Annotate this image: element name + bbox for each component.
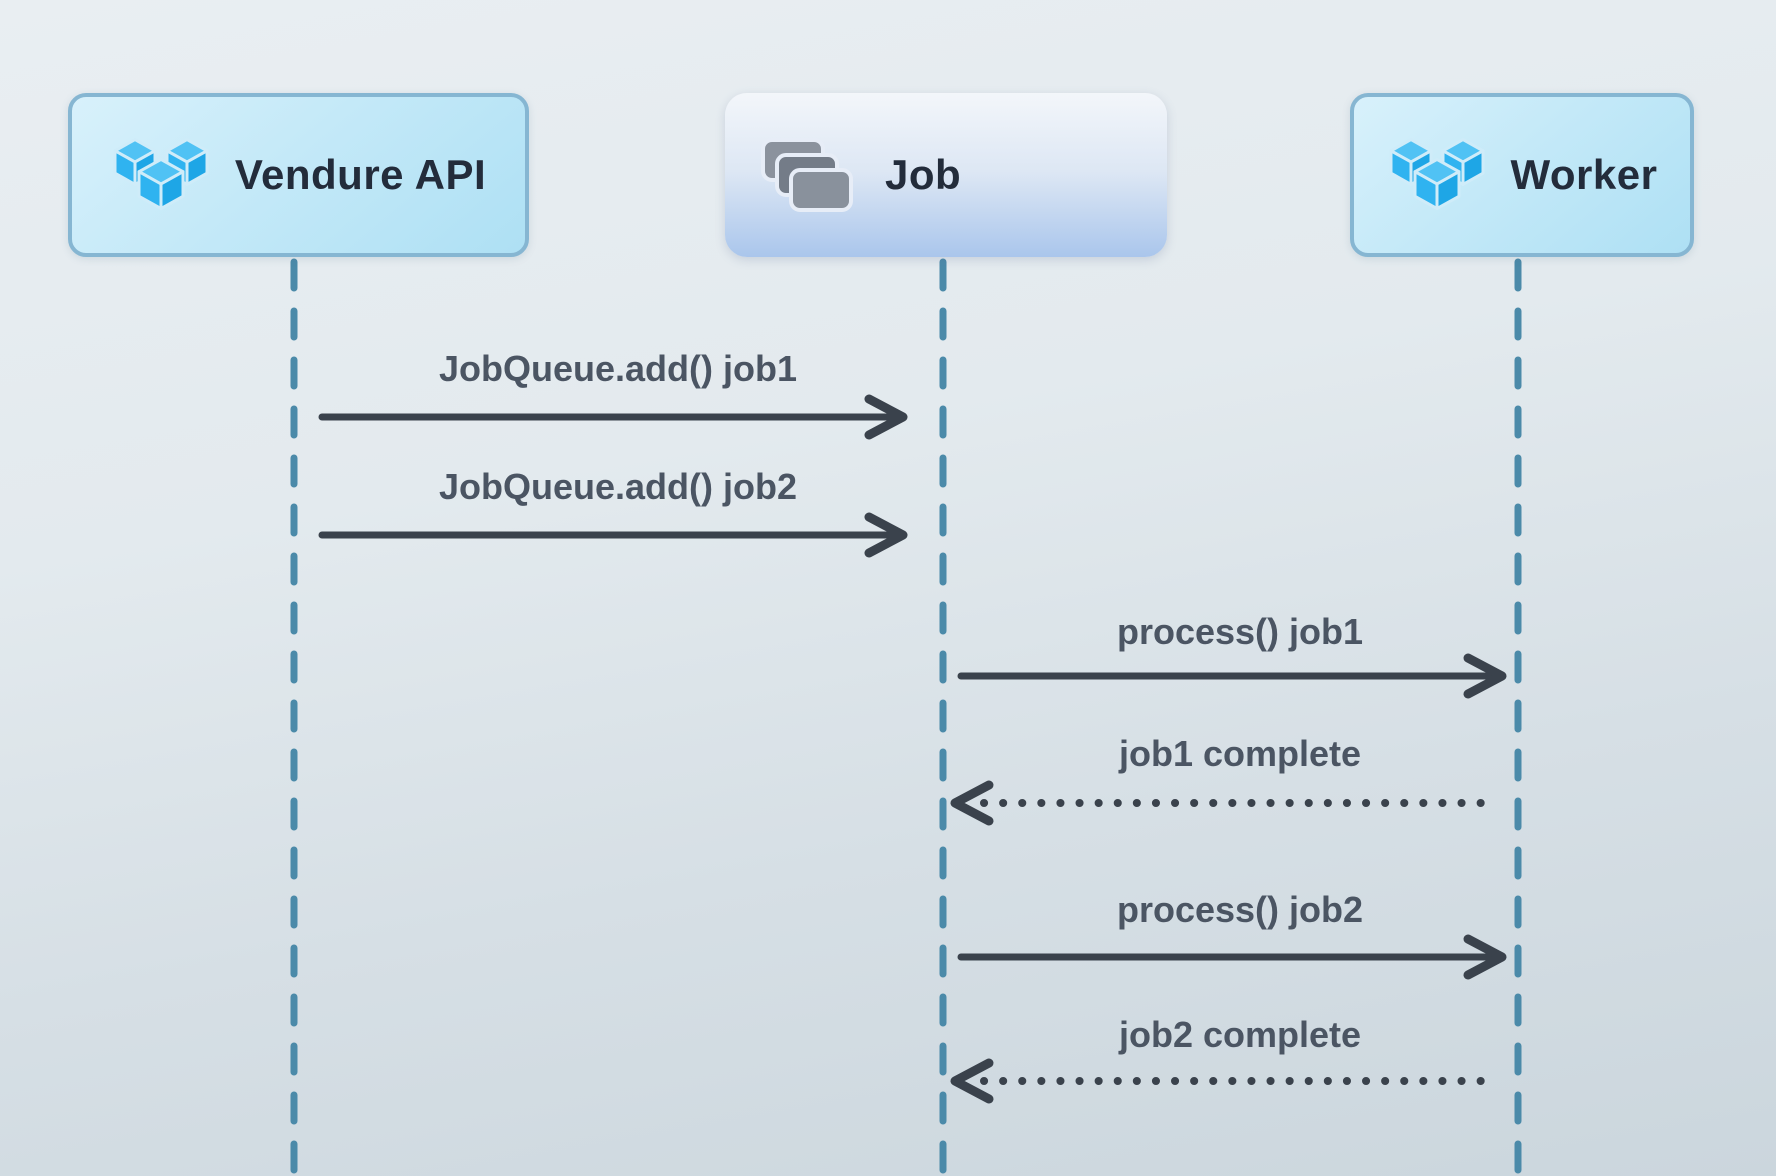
- message-arrow-1: [318, 394, 908, 440]
- message-arrow-4: [950, 780, 1492, 826]
- arrowhead-left-icon: [950, 1058, 994, 1104]
- message-label-jobqueue-add-job1: JobQueue.add() job1: [438, 348, 798, 389]
- message-arrow-2: [318, 512, 908, 558]
- arrowhead-right-icon: [864, 394, 908, 440]
- message-label-job1-complete: job1 complete: [1118, 733, 1362, 774]
- message-arrow-3: [957, 653, 1507, 699]
- actor-box-vendure-api: Vendure API: [68, 93, 529, 257]
- actor-label-vendure-api: Vendure API: [234, 151, 487, 198]
- lifelines: [290, 258, 1522, 1176]
- message-label-process-job2: process() job2: [1116, 889, 1364, 930]
- message-arrow-6: [950, 1058, 1492, 1104]
- message-label-process-job1: process() job1: [1116, 611, 1364, 652]
- arrowhead-right-icon: [1463, 934, 1507, 980]
- cube-front: [1413, 157, 1461, 211]
- actor-box-job: Job: [725, 93, 1167, 257]
- message-label-job2-complete: job2 complete: [1118, 1014, 1362, 1055]
- arrowhead-right-icon: [864, 512, 908, 558]
- message-arrow-5: [957, 934, 1507, 980]
- card-stack-icon: [761, 138, 853, 212]
- actor-label-worker: Worker: [1510, 151, 1658, 198]
- arrowhead-right-icon: [1463, 653, 1507, 699]
- actor-label-job: Job: [885, 151, 962, 198]
- arrowhead-left-icon: [950, 780, 994, 826]
- actor-box-worker: Worker: [1350, 93, 1694, 257]
- vendure-cubes-icon: [1389, 138, 1485, 211]
- cube-front: [137, 157, 185, 211]
- message-label-jobqueue-add-job2: JobQueue.add() job2: [438, 466, 798, 507]
- card-front: [789, 168, 853, 212]
- vendure-cubes-icon: [113, 138, 209, 211]
